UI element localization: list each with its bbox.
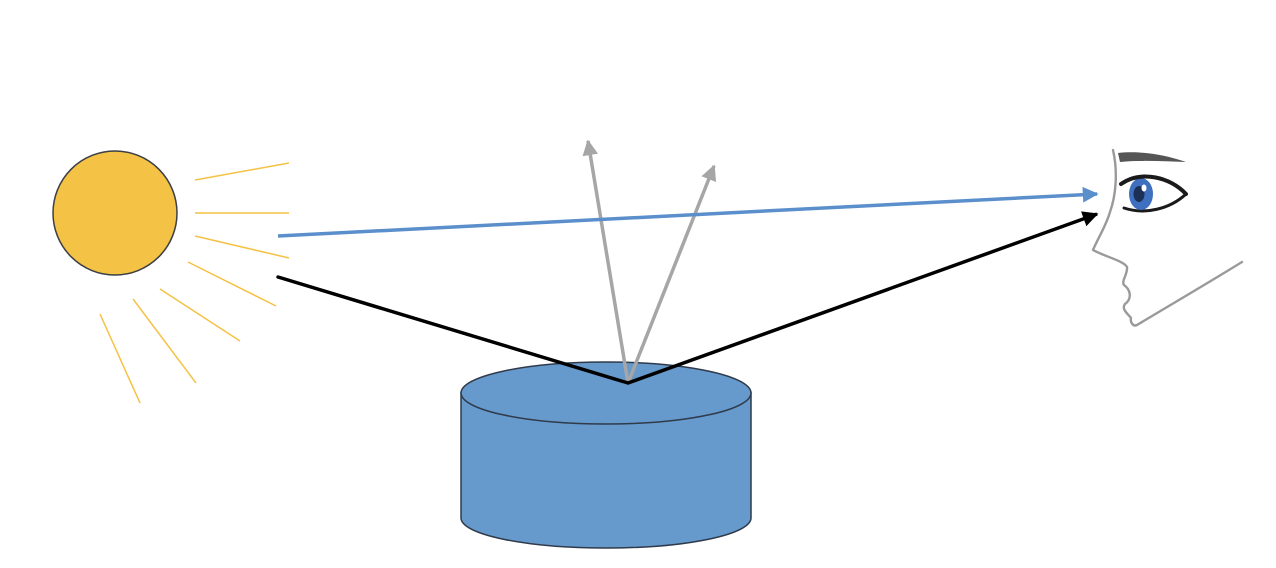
sun-icon — [53, 151, 289, 403]
eyebrow — [1118, 152, 1186, 162]
sun-ray — [188, 262, 276, 306]
reflected-light-path — [278, 214, 1097, 383]
sun-disc — [53, 151, 177, 275]
sun-ray — [195, 236, 289, 258]
cylinder-top — [461, 362, 751, 424]
scattered-rays — [588, 141, 714, 383]
cylinder-shape — [461, 362, 751, 548]
sun-ray — [100, 314, 140, 403]
sun-ray — [133, 299, 196, 383]
incident-ray — [278, 277, 628, 383]
sun-ray — [160, 289, 240, 341]
scattered-ray — [628, 166, 714, 383]
scattered-ray — [588, 141, 628, 383]
eye-highlight — [1142, 185, 1147, 192]
eye-face-icon — [1093, 150, 1242, 325]
sun-ray — [195, 163, 289, 180]
face-profile — [1093, 150, 1242, 325]
reflected-ray — [628, 214, 1097, 383]
